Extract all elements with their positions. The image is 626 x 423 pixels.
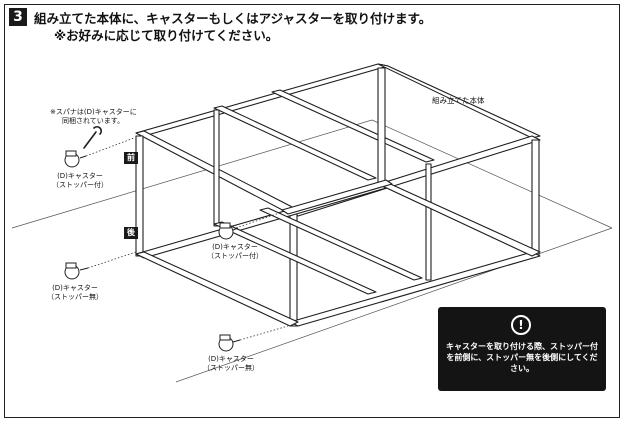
leg-front-left (289, 213, 298, 327)
back-tag: 後 (124, 227, 138, 239)
rail-top-mid-1 (213, 105, 377, 181)
front-tag: 前 (124, 152, 138, 164)
caster-type: （ストッパー無） (47, 293, 103, 301)
caster-name: (D)キャスター (208, 355, 254, 363)
caster-label: (D)キャスター （ストッパー付） (50, 172, 110, 190)
caster-icon (218, 222, 239, 240)
caution-notice: ! キャスターを取り付ける際、ストッパー付を前側に、ストッパー無を後側にしてくだ… (438, 307, 606, 391)
rail-bottom-left (135, 251, 299, 327)
guide-lines (85, 137, 289, 341)
caster-icon (64, 150, 87, 168)
caster-icon (218, 334, 241, 352)
rail-center-bar (281, 179, 393, 215)
caster-name: (D)キャスター (52, 284, 98, 292)
rail-top-mid-2 (271, 89, 435, 163)
caster-name: (D)キャスター (57, 172, 103, 180)
wrench-note-line2: 同梱されています。 (62, 117, 125, 125)
assembled-body-label: 組み立てた本体 (432, 96, 485, 105)
instruction-frame (4, 4, 620, 418)
leg-back-right (377, 67, 386, 187)
leg-mid-2 (425, 163, 432, 281)
rail-bottom-mid-2 (259, 207, 423, 281)
step-title-line1: 組み立てた本体に、キャスターもしくはアジャスターを取り付けます。 (34, 11, 432, 26)
caster-type: （ストッパー無） (203, 364, 259, 372)
leg-front-right (531, 139, 540, 257)
caster-label: (D)キャスター （ストッパー付） (200, 243, 270, 261)
rail-bottom-right (377, 181, 541, 257)
leg-mid-1 (213, 109, 220, 227)
caster-icon (64, 262, 89, 280)
caster-icons (64, 150, 241, 352)
caster-name: (D)キャスター (212, 243, 258, 251)
rail-bottom-front (289, 251, 541, 327)
step-title-line2: ※お好みに応じて取り付けてください。 (54, 28, 279, 43)
table-frame (135, 63, 541, 327)
caution-text: キャスターを取り付ける際、ストッパー付を前側に、ストッパー無を後側にしてください… (446, 342, 598, 373)
wrench-icon (83, 125, 103, 149)
rail-top-right (377, 63, 541, 139)
caster-label: (D)キャスター （ストッパー無） (196, 355, 266, 373)
caster-type: （ストッパー付） (207, 252, 263, 260)
caster-label: (D)キャスター （ストッパー無） (40, 284, 110, 302)
caster-type: （ストッパー付） (52, 181, 108, 189)
rail-bottom-mid-1 (213, 221, 377, 295)
exclamation-icon: ! (511, 315, 531, 335)
wrench-note-line1: ※スパナは(D)キャスターに (50, 108, 137, 116)
step-number-badge: 3 (9, 8, 27, 26)
